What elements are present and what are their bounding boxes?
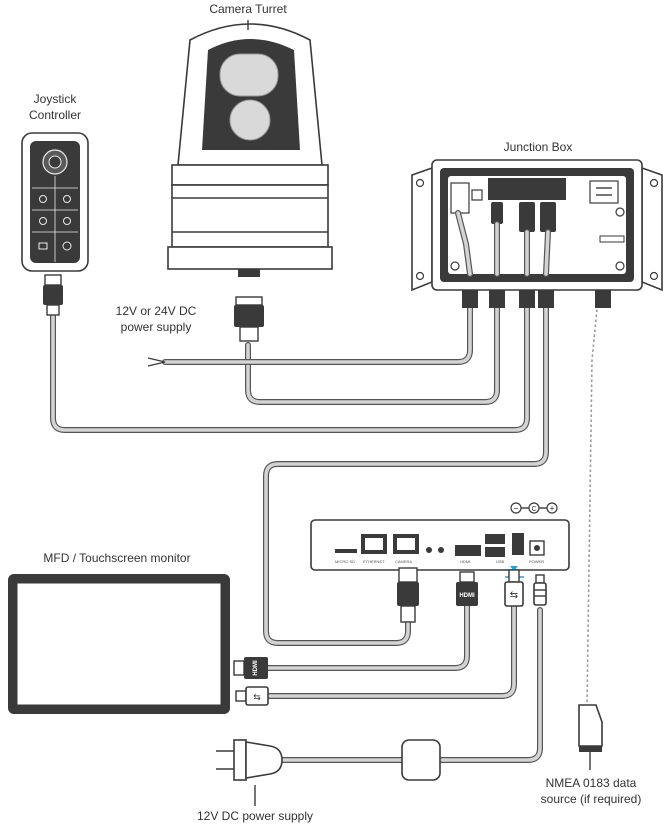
label-joystick-line1: Joystick <box>34 92 78 106</box>
power-wire-ends <box>147 357 166 367</box>
polarity-center: C <box>531 506 536 513</box>
usb-plug: ⇆ <box>504 569 524 607</box>
port-label-camera: CAMERA <box>395 559 412 564</box>
port-label-hdmi: HDMI <box>460 559 470 564</box>
cable-junction-to-adapter <box>263 287 549 646</box>
cable-power-supply <box>162 287 473 365</box>
label-camera-turret: Camera Turret <box>209 2 287 16</box>
junction-box-icon <box>411 159 663 308</box>
port-label-ethernet: ETHERNET <box>363 559 385 564</box>
cable-dc-power <box>279 607 543 763</box>
label-nmea-line1: NMEA 0183 data <box>546 776 637 790</box>
wall-plug-icon <box>216 739 283 781</box>
port-label-micro-sd: MICRO SD <box>335 559 355 564</box>
label-mfd: MFD / Touchscreen monitor <box>43 551 190 565</box>
camera-turret-icon <box>167 23 333 342</box>
dc-barrel-plug <box>533 574 547 606</box>
ethernet-plug <box>397 567 419 623</box>
label-joystick-line2: Controller <box>29 108 81 122</box>
cable-junction-to-turret <box>245 287 500 405</box>
mfd-usb-symbol-icon: ⇆ <box>253 693 261 703</box>
mfd-usb-plug: ⇆ <box>235 686 269 706</box>
label-dc-supply: 12V DC power supply <box>197 809 313 823</box>
port-label-power: POWER <box>529 559 544 564</box>
port-label-usb: USB <box>496 559 505 564</box>
label-power-supply-line2: power supply <box>121 320 192 334</box>
polarity-symbol-icon: − C + <box>510 502 558 514</box>
cable-usb <box>265 603 517 699</box>
polarity-plus: + <box>549 504 554 514</box>
label-power-supply-line1: 12V or 24V DC <box>116 304 197 318</box>
nmea-connector-icon <box>578 704 603 770</box>
hdmi-plug-label: HDMI <box>459 593 475 599</box>
label-junction-box: Junction Box <box>504 140 573 154</box>
cable-junction-to-joystick <box>50 287 530 433</box>
mfd-monitor-icon <box>8 574 230 714</box>
usb-symbol-icon: ⇆ <box>510 590 518 601</box>
polarity-minus: − <box>513 504 518 514</box>
hdmi-plug: HDMI <box>456 571 478 606</box>
video-adapter-icon: MICRO SD ETHERNET CAMERA HDMI USB POWER <box>310 519 570 571</box>
mfd-hdmi-plug-label: HDMI <box>253 660 259 676</box>
mfd-hdmi-plug: HDMI <box>233 657 268 679</box>
cable-hdmi <box>265 603 470 671</box>
label-nmea-line2: source (if required) <box>541 792 642 806</box>
power-brick-icon <box>401 739 441 781</box>
joystick-controller-icon <box>21 132 89 316</box>
